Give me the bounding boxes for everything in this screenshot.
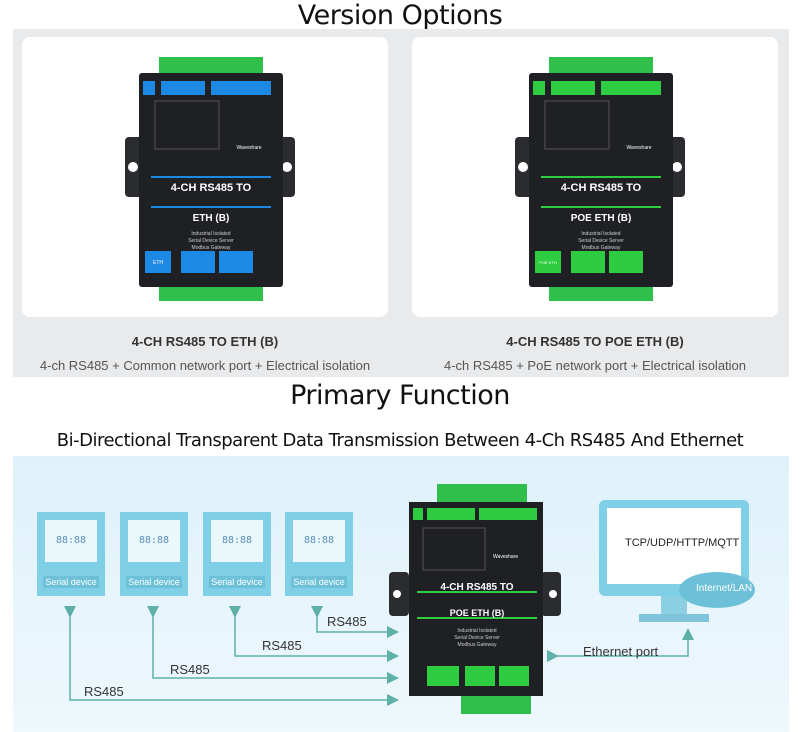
serial-device-shapes bbox=[37, 512, 353, 596]
center-device-name-line2: POE ETH (B) bbox=[449, 608, 505, 618]
rs485-label-2: RS485 bbox=[170, 662, 210, 677]
device-name-line1: 4-CH RS485 TO bbox=[561, 182, 642, 194]
option-title-poe-eth: 4-CH RS485 TO POE ETH (B) bbox=[506, 334, 684, 349]
internet-lan-text: Internet/LAN bbox=[696, 583, 753, 594]
center-device-shape bbox=[389, 484, 561, 714]
device-desc-line: Modbus Gateway bbox=[192, 245, 231, 251]
center-device-desc: Modbus Gateway bbox=[457, 642, 497, 648]
device-brand: Waveshare bbox=[626, 145, 651, 151]
device-name-line2: POE ETH (B) bbox=[571, 213, 632, 224]
primary-function-heading: Primary Function bbox=[290, 380, 510, 411]
rs485-label-3: RS485 bbox=[262, 638, 302, 653]
option-description-poe-eth: 4-ch RS485 + PoE network port + Electric… bbox=[443, 358, 747, 373]
device-desc-line: Industrial Isolated bbox=[191, 231, 230, 237]
option-card-poe-eth[interactable]: 4-CH RS485 TO POE ETH (B) Industrial Iso… bbox=[412, 37, 778, 317]
function-diagram: 88:88 88:88 88:88 88:88 Serial device Se… bbox=[13, 456, 789, 732]
device-image-poe-eth: 4-CH RS485 TO POE ETH (B) Industrial Iso… bbox=[515, 57, 685, 301]
device-desc-line: Modbus Gateway bbox=[582, 245, 621, 251]
option-card-eth[interactable]: 4-CH RS485 TO ETH (B) Industrial Isolate… bbox=[22, 37, 388, 317]
serial-device-label: Serial device bbox=[293, 577, 345, 587]
serial-device-display: 88:88 bbox=[303, 535, 335, 546]
serial-device-display: 88:88 bbox=[138, 535, 170, 546]
center-device-desc: Serial Device Server bbox=[454, 635, 500, 641]
device-desc-line: Industrial Isolated bbox=[581, 231, 620, 237]
device-brand: Waveshare bbox=[236, 145, 261, 151]
device-port-label: ETH bbox=[153, 260, 163, 266]
serial-device-label: Serial device bbox=[128, 577, 180, 587]
rs485-label-1: RS485 bbox=[84, 684, 124, 699]
device-image-eth: 4-CH RS485 TO ETH (B) Industrial Isolate… bbox=[125, 57, 295, 301]
device-desc-line: Serial Device Server bbox=[188, 238, 234, 244]
version-options-heading: Version Options bbox=[297, 0, 503, 31]
option-description-eth: 4-ch RS485 + Common network port + Elect… bbox=[39, 358, 371, 373]
diagram-arrows bbox=[37, 484, 755, 714]
serial-device-label: Serial device bbox=[45, 577, 97, 587]
center-device-name-line1: 4-CH RS485 TO bbox=[440, 582, 514, 593]
protocol-text: TCP/UDP/HTTP/MQTT bbox=[625, 537, 740, 549]
primary-function-subtitle: Bi-Directional Transparent Data Transmis… bbox=[56, 430, 744, 451]
serial-device-display: 88:88 bbox=[221, 535, 253, 546]
ethernet-port-label: Ethernet port bbox=[583, 644, 659, 659]
device-name-line1: 4-CH RS485 TO bbox=[171, 182, 252, 194]
center-device-desc: Industrial Isolated bbox=[457, 628, 497, 634]
center-device-brand: Waveshare bbox=[493, 554, 519, 560]
device-port-label: POE ETH bbox=[539, 260, 557, 265]
serial-device-label: Serial device bbox=[211, 577, 263, 587]
device-name-line2: ETH (B) bbox=[193, 213, 230, 224]
option-title-eth: 4-CH RS485 TO ETH (B) bbox=[131, 334, 279, 349]
serial-device-display: 88:88 bbox=[55, 535, 87, 546]
device-desc-line: Serial Device Server bbox=[578, 238, 624, 244]
rs485-label-4: RS485 bbox=[327, 614, 367, 629]
monitor-shape bbox=[599, 500, 755, 622]
